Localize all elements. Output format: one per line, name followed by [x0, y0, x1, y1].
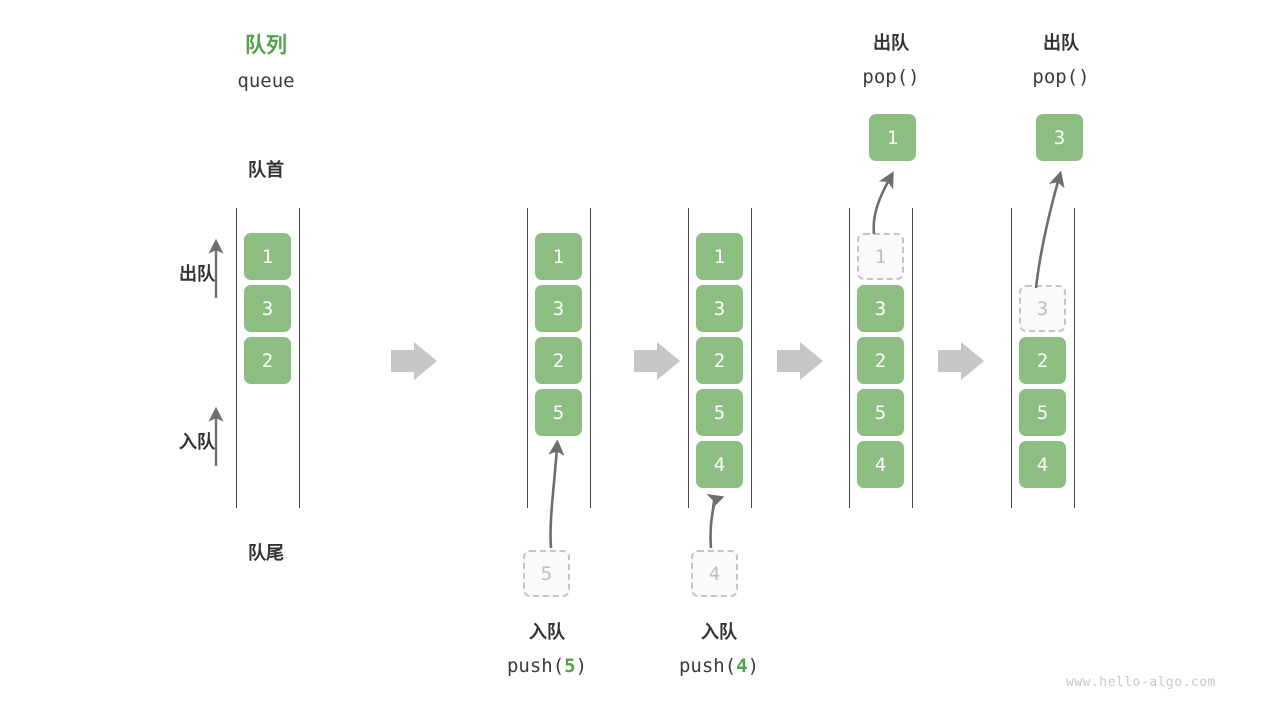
queue-cell: 5 — [535, 389, 582, 436]
queue-cell: 4 — [696, 441, 743, 488]
queue-cell: 1 — [696, 233, 743, 280]
queue-cell: 2 — [857, 337, 904, 384]
queue-cell: 2 — [535, 337, 582, 384]
queue-cell: 5 — [696, 389, 743, 436]
rail-right — [590, 208, 591, 508]
queue-cell: 1 — [535, 233, 582, 280]
queue-cell: 5 — [857, 389, 904, 436]
operation-code-prefix: pop( — [862, 66, 909, 88]
operation-code-suffix: ) — [747, 655, 760, 677]
side-label-enqueue: 入队 — [179, 432, 215, 452]
queue-cell: 4 — [1019, 441, 1066, 488]
rail-right — [751, 208, 752, 508]
popped-element-result: 1 — [869, 114, 916, 161]
queue-cell: 3 — [244, 285, 291, 332]
operation-label-cn: 出队 — [873, 33, 909, 53]
pop-arrow — [872, 171, 894, 235]
rail-right — [912, 208, 913, 508]
queue-front-label: 队首 — [248, 160, 284, 180]
queue-cell: 3 — [857, 285, 904, 332]
queue-cell: 3 — [535, 285, 582, 332]
operation-code: push(5) — [487, 655, 607, 678]
queue-cell: 2 — [696, 337, 743, 384]
push-arrow — [706, 494, 725, 549]
operation-label-cn: 出队 — [1043, 33, 1079, 53]
rail-left — [688, 208, 689, 508]
queue-cell: 2 — [244, 337, 291, 384]
rail-left — [527, 208, 528, 508]
side-label-dequeue: 出队 — [179, 264, 215, 284]
flow-arrow — [634, 342, 680, 380]
operation-code-arg: 4 — [736, 655, 748, 677]
operation-code-prefix: push( — [678, 655, 737, 677]
operation-code-suffix: ) — [575, 655, 588, 677]
rail-right — [1074, 208, 1075, 508]
operation-code-suffix: ) — [908, 66, 920, 88]
flow-arrow — [391, 342, 437, 380]
pop-arrow — [1034, 170, 1065, 289]
operation-code-arg: 5 — [564, 655, 576, 677]
queue-cell: 4 — [857, 441, 904, 488]
watermark: www.hello-algo.com — [1066, 675, 1216, 690]
queue-cell: 2 — [1019, 337, 1066, 384]
flow-arrow — [938, 342, 984, 380]
queue-cell: 5 — [1019, 389, 1066, 436]
operation-label-cn: 入队 — [701, 622, 737, 642]
queue-cell: 3 — [696, 285, 743, 332]
queue-rear-label: 队尾 — [248, 543, 284, 563]
rail-left — [236, 208, 237, 508]
popped-element-result: 3 — [1036, 114, 1083, 161]
operation-code-prefix: push( — [506, 655, 565, 677]
flow-arrow — [777, 342, 823, 380]
operation-code-suffix: ) — [1078, 66, 1090, 88]
incoming-element: 5 — [523, 550, 570, 597]
operation-code: pop() — [831, 66, 951, 89]
queue-cell: 1 — [244, 233, 291, 280]
operation-code: pop() — [1001, 66, 1121, 89]
queue-title-en: queue — [237, 70, 295, 92]
rail-left — [849, 208, 850, 508]
operation-label-cn: 入队 — [529, 622, 565, 642]
popped-slot-ghost: 1 — [857, 233, 904, 280]
rail-right — [299, 208, 300, 508]
push-arrow — [548, 439, 565, 549]
operation-code: push(4) — [659, 655, 779, 678]
queue-title-cn: 队列 — [245, 34, 287, 57]
operation-code-prefix: pop( — [1032, 66, 1079, 88]
incoming-element: 4 — [691, 550, 738, 597]
popped-slot-ghost: 3 — [1019, 285, 1066, 332]
rail-left — [1011, 208, 1012, 508]
